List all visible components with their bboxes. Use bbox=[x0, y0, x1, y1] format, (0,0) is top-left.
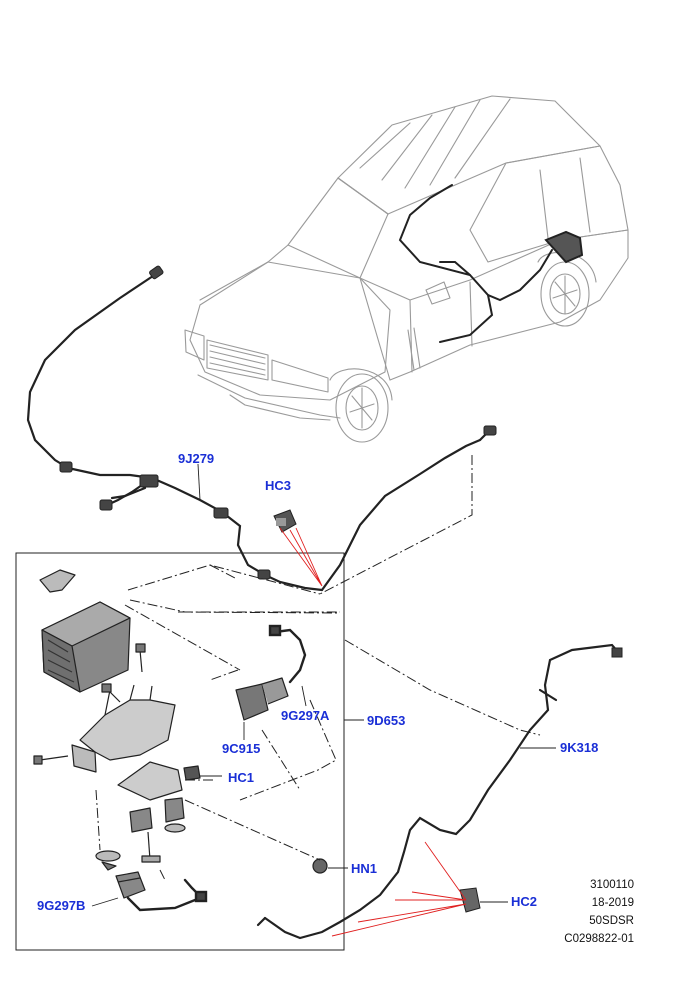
reference-line-1: 3100110 bbox=[590, 879, 634, 891]
reference-line-4: C0298822-01 bbox=[564, 933, 634, 945]
vehicle-harness bbox=[398, 184, 584, 343]
callout-HN1: HN1 bbox=[351, 861, 378, 876]
callout-HC2: HC2 bbox=[511, 894, 538, 909]
callout-9C915: 9C915 bbox=[222, 741, 261, 756]
hose-9G297A bbox=[268, 624, 307, 684]
callout-HC1: HC1 bbox=[228, 770, 255, 785]
reference-line-2: 18-2019 bbox=[591, 897, 634, 909]
canister-assembly bbox=[33, 569, 328, 899]
callout-9D653: 9D653 bbox=[367, 713, 406, 728]
callout-9K318: 9K318 bbox=[560, 740, 599, 755]
callout-HC3: HC3 bbox=[265, 478, 292, 493]
callout-9J279: 9J279 bbox=[178, 451, 215, 466]
hose-9G297B bbox=[126, 878, 208, 912]
callout-9G297A: 9G297A bbox=[281, 708, 330, 723]
vehicle-illustration bbox=[184, 95, 629, 443]
red-leader-lines bbox=[279, 527, 467, 937]
callout-9G297B: 9G297B bbox=[37, 898, 86, 913]
dash-dot-lines bbox=[95, 455, 541, 881]
harness-9J279-connectors bbox=[59, 265, 497, 580]
clip-HC3 bbox=[273, 509, 297, 533]
leader-lines bbox=[91, 463, 556, 907]
reference-line-3: 50SDSR bbox=[589, 915, 634, 927]
harness-9K318 bbox=[256, 643, 623, 940]
harness-9J279 bbox=[26, 272, 496, 592]
inset-box bbox=[15, 552, 345, 951]
